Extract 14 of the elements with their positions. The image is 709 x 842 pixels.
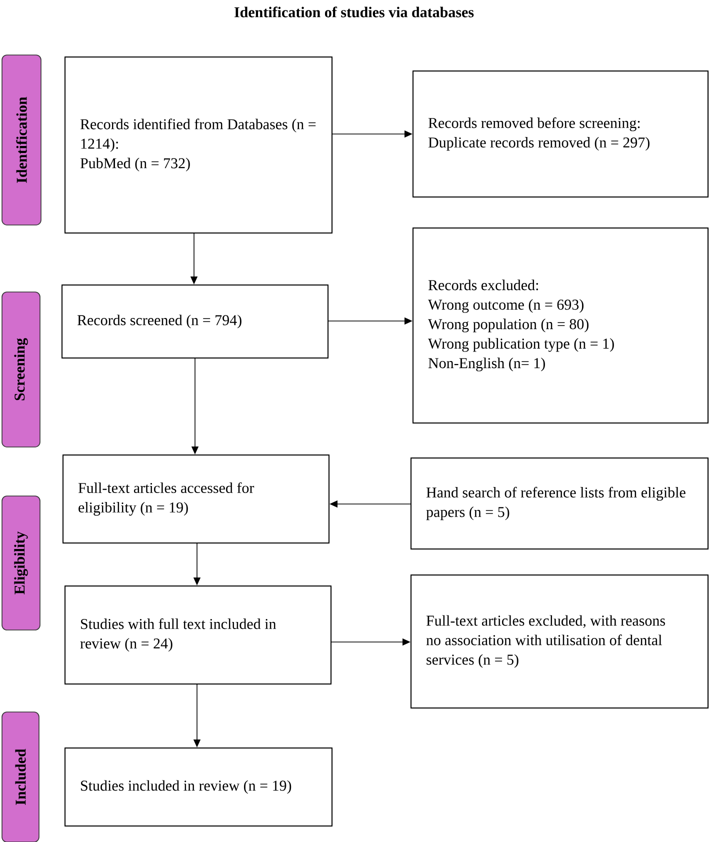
process-box: Records excluded: Wrong outcome (n = 693) Wrong population (n = 80) Wrong publication type (n = 1) Non-English (n= 1) [412, 228, 708, 424]
stage-label: Screening [2, 292, 40, 448]
title: Identification of studies via databases [234, 6, 474, 18]
process-box: Hand search of reference lists from eligible papers (n = 5) [410, 458, 708, 550]
process-box: Records removed before screening: Duplicate records removed (n = 297) [412, 70, 708, 198]
process-box: Full-text articles excluded, with reasons no association with utilisation of dental services (n = 5) [410, 574, 708, 708]
process-box: Studies included in review (n = 19) [64, 748, 332, 826]
process-box: Records identified from Databases (n = 1214): PubMed (n = 732) [64, 56, 332, 234]
process-box: Full-text articles accessed for eligibility (n = 19) [62, 454, 330, 544]
stage-label: Eligibility [2, 496, 40, 630]
stage-label: Included [2, 712, 40, 842]
process-box: Studies with full text included in review (n = 24) [64, 586, 332, 684]
stage-label: Identification [2, 54, 42, 226]
process-box: Records screened (n = 794) [62, 284, 328, 358]
